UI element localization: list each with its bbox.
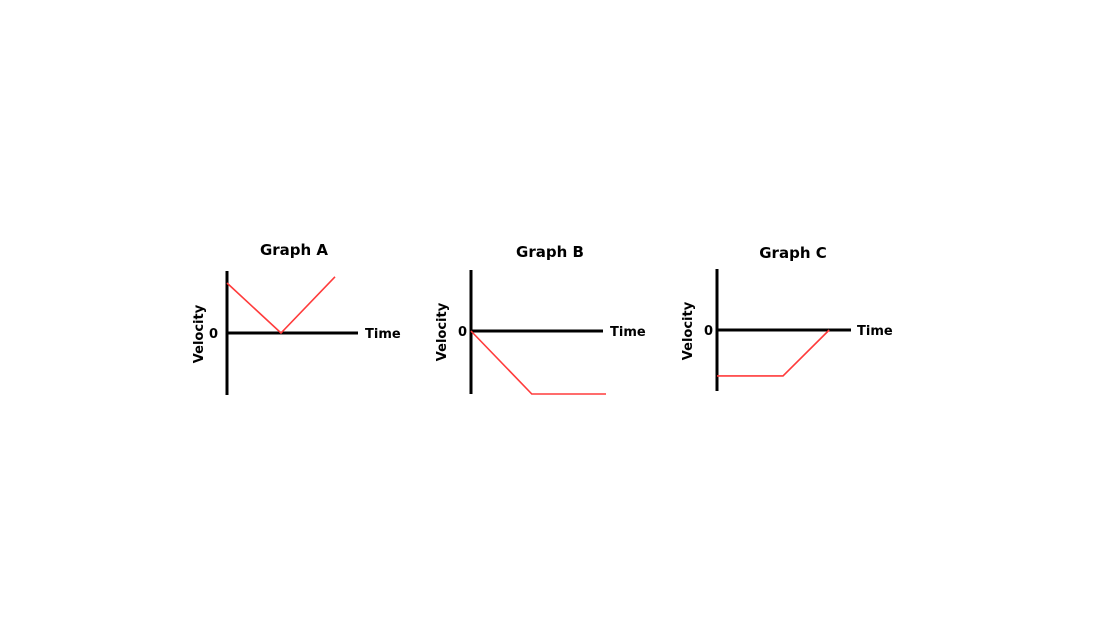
graph-a-xlabel: Time	[365, 327, 401, 342]
graph-c: Graph C 0 Time Velocity	[681, 244, 893, 391]
graph-a-zero-label: 0	[209, 327, 218, 342]
graph-c-series-line	[717, 329, 830, 377]
graph-c-zero-label: 0	[704, 324, 713, 339]
graph-b: Graph B 0 Time Velocity	[435, 243, 646, 395]
graph-b-title: Graph B	[516, 243, 584, 261]
graph-b-ylabel: Velocity	[435, 302, 450, 361]
graph-b-xlabel: Time	[610, 325, 646, 340]
graph-b-series-line	[470, 330, 606, 395]
graph-a-title: Graph A	[260, 241, 328, 259]
graph-c-title: Graph C	[759, 244, 826, 262]
graph-b-zero-label: 0	[458, 325, 467, 340]
graph-a-ylabel: Velocity	[192, 304, 207, 363]
graph-a: Graph A 0 Time Velocity	[192, 241, 401, 395]
graph-c-ylabel: Velocity	[681, 301, 696, 360]
graph-a-series-line	[226, 276, 336, 335]
graph-c-xlabel: Time	[857, 324, 893, 339]
